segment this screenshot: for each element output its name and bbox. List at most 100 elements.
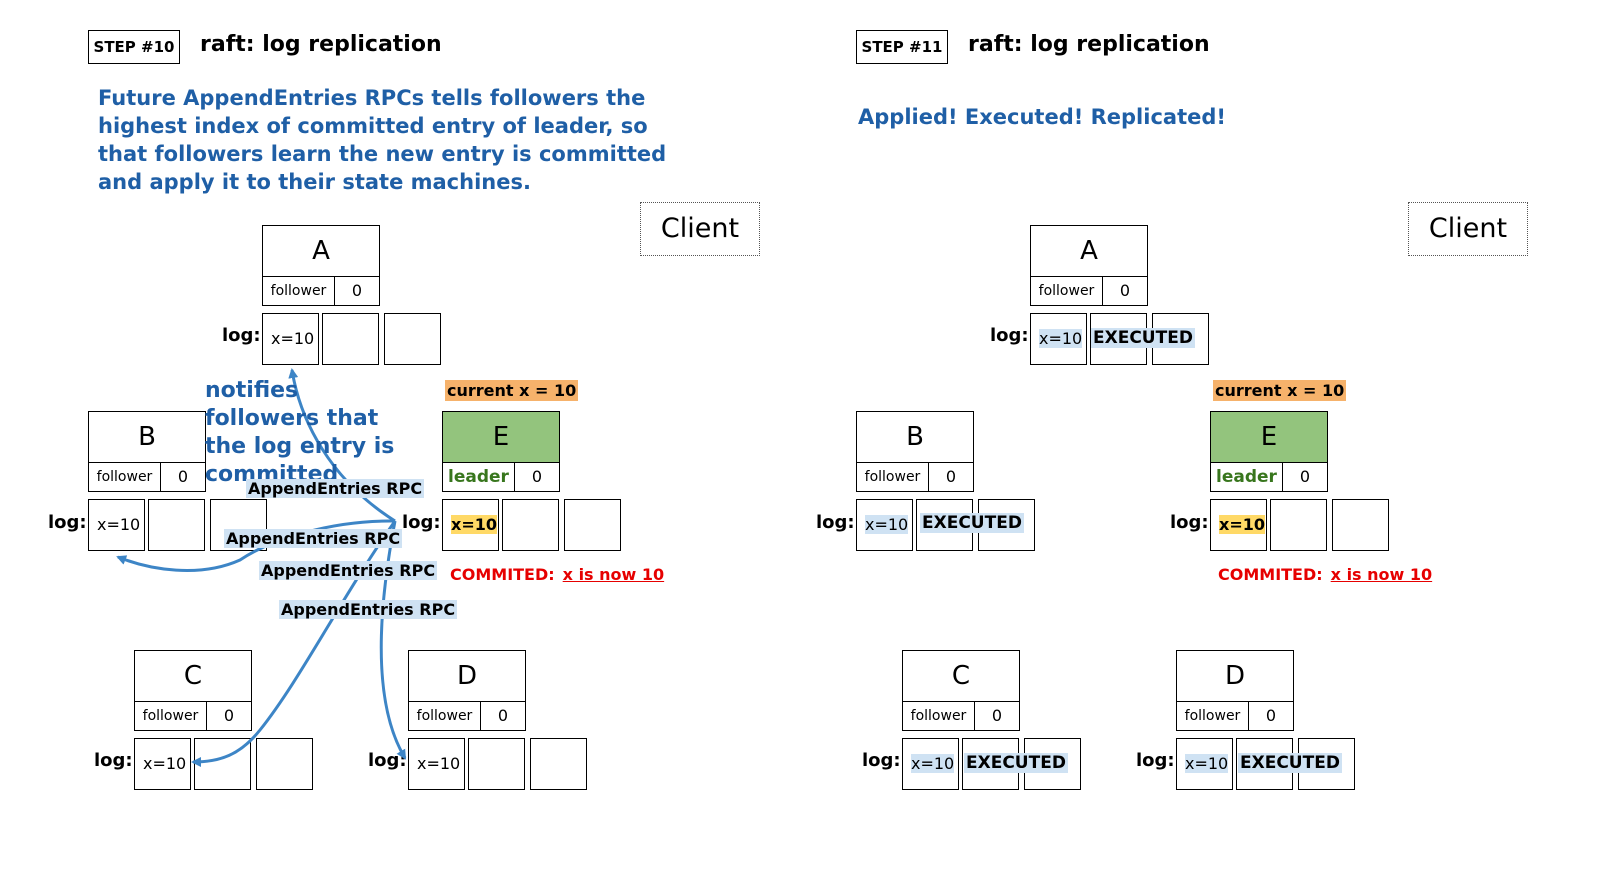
arrow-to-d xyxy=(379,520,407,760)
client-box: Client xyxy=(640,202,760,256)
executed-label: EXECUTED xyxy=(964,753,1068,773)
log-entry-3 xyxy=(564,499,621,551)
log-entry-1: x=10 xyxy=(442,499,499,551)
log-entry-2 xyxy=(148,499,205,551)
node-name: E xyxy=(442,411,560,463)
log-entry-2 xyxy=(468,738,525,790)
node-term: 0 xyxy=(945,467,957,486)
node-name: B xyxy=(88,411,206,463)
log-entry-3 xyxy=(1332,499,1389,551)
node-role: follower xyxy=(903,702,975,730)
node-name: A xyxy=(1030,225,1148,277)
step11-panel: STEP #11 raft: log replication Applied! … xyxy=(768,0,1576,878)
log-entry-value: x=10 xyxy=(271,329,315,348)
log-entry-value: x=10 xyxy=(143,754,187,773)
node-role: follower xyxy=(263,277,335,305)
step-title: raft: log replication xyxy=(200,32,442,57)
log-label: log: xyxy=(862,750,901,771)
node-term: 0 xyxy=(223,706,235,725)
log-label: log: xyxy=(1170,512,1209,533)
committed-prefix: COMMITED: xyxy=(450,565,555,584)
node-role: follower xyxy=(1031,277,1103,305)
log-label: log: xyxy=(94,750,133,771)
executed-label: EXECUTED xyxy=(1091,328,1195,348)
node-term: 0 xyxy=(351,281,363,300)
log-entry-value: x=10 xyxy=(1185,754,1229,773)
log-entry-value: x=10 xyxy=(451,515,497,534)
node-name: D xyxy=(1176,650,1294,702)
committed-label: COMMITED: x is now 10 xyxy=(1218,565,1432,584)
committed-prefix: COMMITED: xyxy=(1218,565,1323,584)
node-term: 0 xyxy=(1119,281,1131,300)
log-label: log: xyxy=(48,512,87,533)
node-term: 0 xyxy=(1265,706,1277,725)
client-box: Client xyxy=(1408,202,1528,256)
log-entry-1: x=10 xyxy=(1176,738,1233,790)
node-name: C xyxy=(134,650,252,702)
node-name: E xyxy=(1210,411,1328,463)
executed-label: EXECUTED xyxy=(920,513,1024,533)
log-entry-2 xyxy=(502,499,559,551)
committed-detail: x is now 10 xyxy=(1330,565,1433,584)
arrow-to-b xyxy=(116,519,396,572)
log-entry-3 xyxy=(256,738,313,790)
log-entry-value: x=10 xyxy=(1039,329,1083,348)
log-label: log: xyxy=(990,325,1029,346)
rpc-label-d: AppendEntries RPC xyxy=(279,600,458,619)
log-entry-3 xyxy=(530,738,587,790)
node-role: follower xyxy=(857,463,929,491)
current-x-label: current x = 10 xyxy=(445,380,579,401)
log-entry-1: x=10 xyxy=(262,313,319,365)
log-label: log: xyxy=(816,512,855,533)
step10-panel: STEP #10 raft: log replication Future Ap… xyxy=(48,30,760,790)
node-term: 0 xyxy=(991,706,1003,725)
node-role: follower xyxy=(409,702,481,730)
node-role: follower xyxy=(1177,702,1249,730)
log-entry-2 xyxy=(1270,499,1327,551)
rpc-arrows xyxy=(116,368,407,767)
node-role: leader xyxy=(1211,463,1283,491)
arrow-to-a xyxy=(288,368,396,523)
step-badge: STEP #11 xyxy=(856,30,948,64)
log-entry-value: x=10 xyxy=(865,515,909,534)
log-entry-1: x=10 xyxy=(1210,499,1267,551)
node-e: E leader 0 xyxy=(1210,411,1328,492)
node-role: leader xyxy=(443,463,515,491)
log-entry-value: x=10 xyxy=(417,754,461,773)
node-term: 0 xyxy=(1299,467,1311,486)
node-c: C follower 0 xyxy=(134,650,252,731)
step-badge: STEP #10 xyxy=(88,30,180,64)
rpc-label-a: AppendEntries RPC xyxy=(246,479,425,498)
rpc-label-b: AppendEntries RPC xyxy=(224,529,403,548)
node-b: B follower 0 xyxy=(856,411,974,492)
step-title: raft: log replication xyxy=(968,32,1210,57)
log-entry-value: x=10 xyxy=(1219,515,1265,534)
log-entry-3 xyxy=(384,313,441,365)
log-entry-1: x=10 xyxy=(134,738,191,790)
node-role: follower xyxy=(89,463,161,491)
node-name: D xyxy=(408,650,526,702)
committed-label: COMMITED: x is now 10 xyxy=(450,565,664,584)
log-entry-value: x=10 xyxy=(97,515,141,534)
node-c: C follower 0 xyxy=(902,650,1020,731)
node-term: 0 xyxy=(177,467,189,486)
notify-text: notifies followers that the log entry is… xyxy=(205,378,395,487)
log-entry-2 xyxy=(322,313,379,365)
step-description: Future AppendEntries RPCs tells follower… xyxy=(98,86,667,194)
node-d: D follower 0 xyxy=(1176,650,1294,731)
log-entry-1: x=10 xyxy=(902,738,959,790)
node-b: B follower 0 xyxy=(88,411,206,492)
step-description: Applied! Executed! Replicated! xyxy=(858,105,1226,129)
current-x-label: current x = 10 xyxy=(1213,380,1347,401)
log-entry-1: x=10 xyxy=(856,499,913,551)
committed-detail: x is now 10 xyxy=(562,565,665,584)
node-name: B xyxy=(856,411,974,463)
node-role: follower xyxy=(135,702,207,730)
executed-label: EXECUTED xyxy=(1238,753,1342,773)
log-label: log: xyxy=(402,512,441,533)
log-label: log: xyxy=(222,325,261,346)
node-name: C xyxy=(902,650,1020,702)
